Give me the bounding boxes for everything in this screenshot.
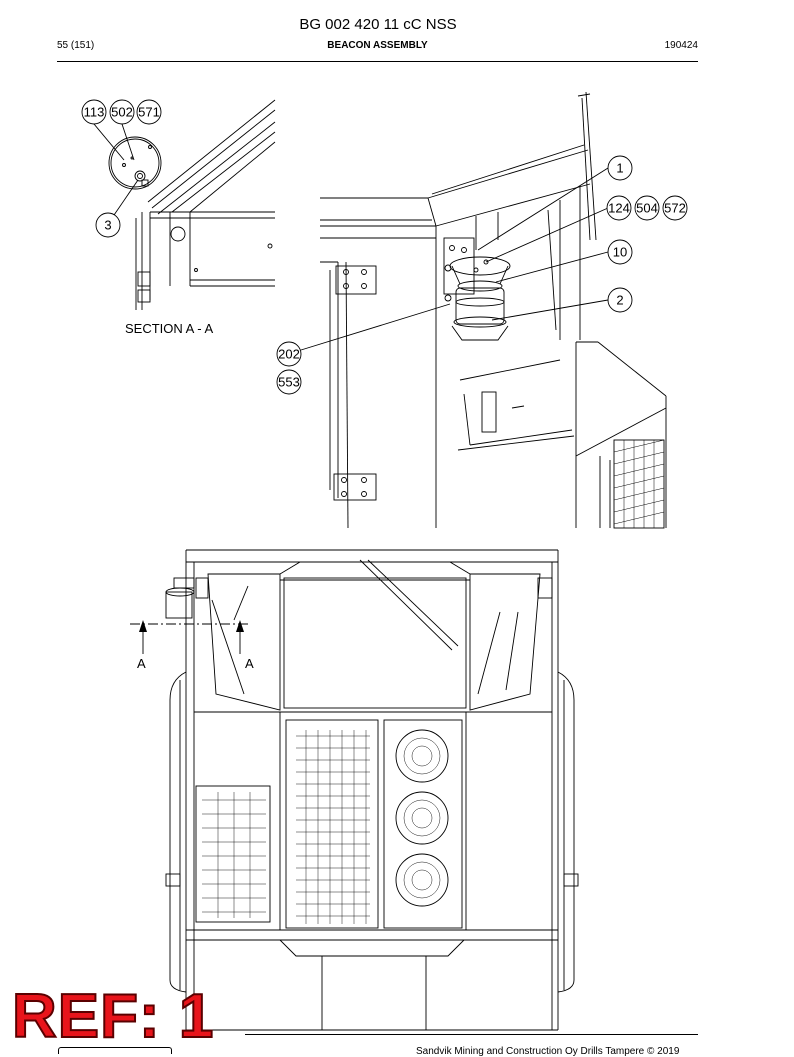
callout-label: 571 [138, 105, 160, 120]
section-mark-right: A [245, 656, 254, 671]
callout-label: 3 [104, 218, 111, 233]
section-label: SECTION A - A [125, 321, 213, 336]
callout-label: 113 [84, 105, 105, 120]
callout-572: 572 [662, 195, 688, 221]
callout-113: 113 [81, 99, 107, 125]
rear-view [130, 549, 579, 1031]
document-title: BG 002 420 11 cC NSS [299, 16, 457, 33]
section-detail-view [93, 99, 276, 310]
callout-label: 2 [616, 293, 623, 308]
callout-124: 124 [606, 195, 632, 221]
callout-504: 504 [634, 195, 660, 221]
callout-label: 504 [636, 201, 658, 216]
iso-callouts: 1 124 504 572 10 2 202 553 [276, 155, 688, 395]
brand-logo [58, 1047, 172, 1054]
callout-571: 571 [136, 99, 162, 125]
footer-divider [245, 1034, 698, 1035]
rear-grilles [202, 730, 441, 924]
section-mark-left: A [137, 656, 146, 671]
callout-202: 202 [276, 341, 302, 367]
callout-label: 202 [278, 347, 300, 362]
callout-553: 553 [276, 369, 302, 395]
date-code: 190424 [664, 40, 698, 51]
section-title: BEACON ASSEMBLY [327, 40, 428, 51]
callout-label: 10 [613, 245, 627, 260]
callout-10: 10 [607, 239, 633, 265]
callout-502: 502 [109, 99, 135, 125]
callout-3: 3 [95, 212, 121, 238]
callout-label: 553 [278, 375, 300, 390]
callout-2: 2 [607, 287, 633, 313]
callout-label: 502 [111, 105, 133, 120]
ref-stamp: REF: 1 [11, 982, 215, 1051]
callout-label: 124 [608, 201, 630, 216]
footer-copyright: Sandvik Mining and Construction Oy Drill… [416, 1046, 680, 1057]
iso-grille [613, 439, 665, 528]
detail-callouts: 113 502 571 3 [81, 99, 162, 238]
callout-label: 572 [664, 201, 686, 216]
header-divider [57, 61, 698, 62]
page-header: 55 (151) BEACON ASSEMBLY 190424 [57, 40, 698, 56]
page-reference: 55 (151) [57, 40, 95, 51]
callout-label: 1 [616, 161, 623, 176]
callout-1: 1 [607, 155, 633, 181]
section-arrows [139, 620, 244, 632]
isometric-view [300, 91, 667, 529]
